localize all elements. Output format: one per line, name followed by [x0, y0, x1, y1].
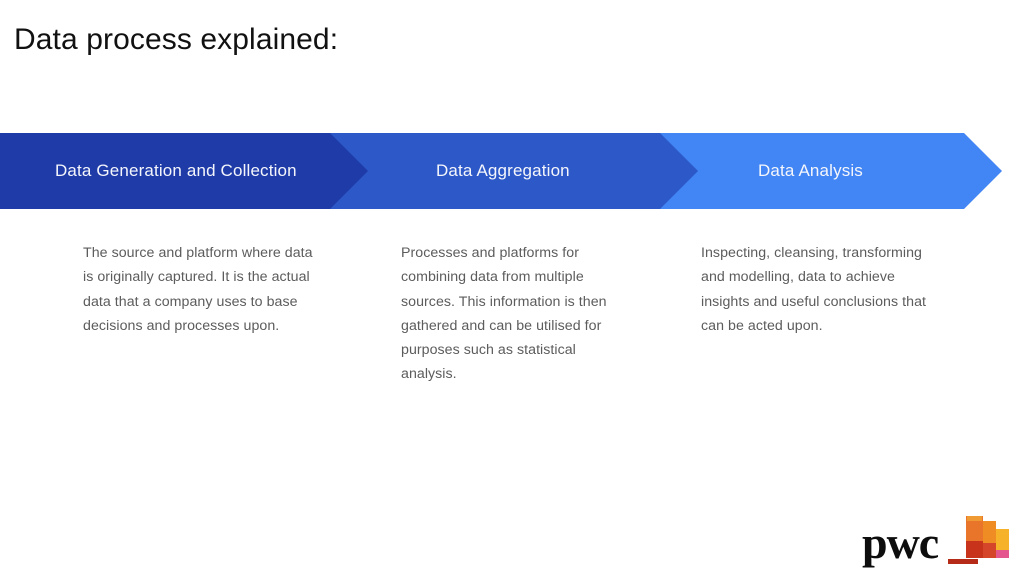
chevron-step-2-shape [292, 133, 698, 209]
chevron-step-1-shape [0, 133, 368, 209]
pwc-logo-blocks-icon [948, 512, 1012, 564]
description-column-1: The source and platform where data is or… [83, 245, 313, 334]
pwc-block-red-mid [983, 543, 996, 558]
pwc-block-red-foot [948, 559, 978, 564]
description-column-2: Processes and platforms for combining da… [401, 245, 607, 383]
page-title: Data process explained: [14, 23, 339, 56]
description-column-3: Inspecting, cleansing, transforming and … [701, 245, 926, 334]
pwc-block-pink [996, 550, 1009, 558]
pwc-block-orange-highlight [967, 516, 982, 521]
process-banner: Data Generation and Collection Data Aggr… [0, 133, 1024, 209]
pwc-wordmark: pwc [862, 517, 939, 568]
chevron-step-3-shape [620, 133, 1002, 209]
pwc-block-red [966, 541, 983, 558]
pwc-logo: pwc [862, 512, 1012, 570]
